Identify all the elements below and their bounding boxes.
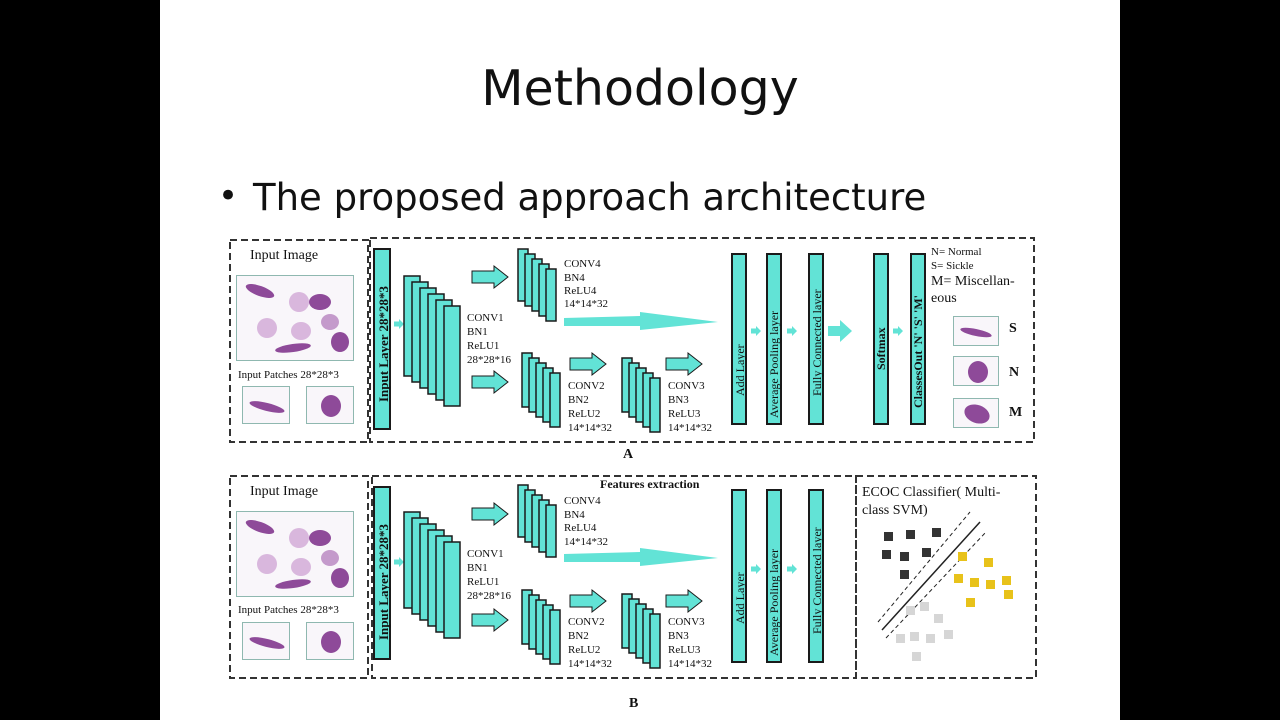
panel-b-letter: B [629,696,639,711]
panel-b-stacks [373,484,824,669]
panel-a-conv1-line4: 28*28*16 [467,354,511,366]
panel-a-add-layer-label: Add Layer [733,344,747,396]
panel-a-conv2-line2: BN2 [568,394,589,406]
panel-b-patch-normal [306,622,354,660]
architecture-figure [229,237,1037,679]
panel-a-conv3-line1: CONV3 [668,380,705,392]
panel-b-input-image [236,511,354,597]
legend-sickle: S= Sickle [931,260,974,272]
panel-a-conv1-line2: BN1 [467,326,488,338]
panel-b-conv1-line4: 28*28*16 [467,590,511,602]
panel-b-conv2-line2: BN2 [568,630,589,642]
panel-a-network-box [369,237,1035,443]
slide: Methodology • The proposed approach arch… [160,0,1120,720]
class-patch-n [953,356,999,386]
panel-b-input-patches-label: Input Patches 28*28*3 [238,604,339,616]
legend-normal: N= Normal [931,246,982,258]
slide-title: Methodology [481,60,799,117]
class-patch-m [953,398,999,428]
panel-b-conv4-line3: ReLU4 [564,522,597,534]
panel-b-conv1-line1: CONV1 [467,548,504,560]
panel-b-conv1-line2: BN1 [467,562,488,574]
panel-a-classes-out-label: ClassesOut 'N' 'S' 'M' [911,294,925,408]
panel-b-fc-label: Fully Connected layer [810,527,824,634]
panel-a-conv4-line2: BN4 [564,272,585,284]
legend-misc-1: M= Miscellan- [931,274,1015,289]
panel-b-add-layer-label: Add Layer [733,572,747,624]
panel-a-patch-normal [306,386,354,424]
panel-b-conv4-line1: CONV4 [564,495,601,507]
panel-a-input-layer-label: Input Layer 28*28*3 [376,285,391,402]
panel-a-input-image-label: Input Image [250,248,319,263]
panel-b-conv3-line3: ReLU3 [668,644,701,656]
panel-a-conv2-line1: CONV2 [568,380,605,392]
ecoc-label-line2: class SVM) [862,503,928,518]
panel-a-conv4-line3: ReLU4 [564,285,597,297]
panel-a-conv2-line3: ReLU2 [568,408,601,420]
panel-a-patch-sickle [242,386,290,424]
panel-a-conv4-line1: CONV4 [564,258,601,270]
panel-b-ecoc-box [855,475,1037,679]
panel-a-stacks [373,248,926,433]
panel-a-fc-label: Fully Connected layer [810,289,824,396]
panel-b-conv3-line4: 14*14*32 [668,658,712,670]
input-layer-bar [373,248,391,430]
panel-a-conv1-line1: CONV1 [467,312,504,324]
bullet-text: The proposed approach architecture [253,176,927,219]
ecoc-label-line1: ECOC Classifier( Multi- [862,485,1001,500]
panel-a-letter: A [623,447,634,462]
panel-b-conv4-line4: 14*14*32 [564,536,608,548]
panel-a-input-patches-label: Input Patches 28*28*3 [238,369,339,381]
panel-b-input-box [229,475,369,679]
panel-a-input-image [236,275,354,361]
panel-b-conv2-line1: CONV2 [568,616,605,628]
legend-misc-2: eous [931,291,957,306]
class-patch-s [953,316,999,346]
panel-b-conv2-line4: 14*14*32 [568,658,612,670]
panel-a-input-box [229,239,369,443]
panel-a-conv3-line3: ReLU3 [668,408,701,420]
panel-b-input-image-label: Input Image [250,484,319,499]
class-label-s: S [1009,321,1017,336]
panel-a-conv1-line3: ReLU1 [467,340,500,352]
panel-a-conv3-line4: 14*14*32 [668,422,712,434]
svm-illustration [877,511,1013,661]
panel-b-conv4-line2: BN4 [564,509,585,521]
panel-a-conv4-line4: 14*14*32 [564,298,608,310]
panel-a-softmax-label: Softmax [874,327,888,370]
class-label-n: N [1009,365,1020,380]
panel-a-conv2-line4: 14*14*32 [568,422,612,434]
panel-a-avg-pool-label: Average Pooling layer [767,310,781,418]
panel-b-conv3-line1: CONV3 [668,616,705,628]
class-label-m: M [1009,405,1023,420]
panel-b-avg-pool-label: Average Pooling layer [767,548,781,656]
panel-b-conv2-line3: ReLU2 [568,644,601,656]
panel-b-patch-sickle [242,622,290,660]
panel-b-conv3-line2: BN3 [668,630,689,642]
bullet-dot-icon: • [218,176,239,216]
features-extraction-title: Features extraction [600,477,700,491]
panel-a-conv3-line2: BN3 [668,394,689,406]
panel-b-input-layer-label: Input Layer 28*28*3 [376,523,391,640]
panel-b-conv1-line3: ReLU1 [467,576,500,588]
